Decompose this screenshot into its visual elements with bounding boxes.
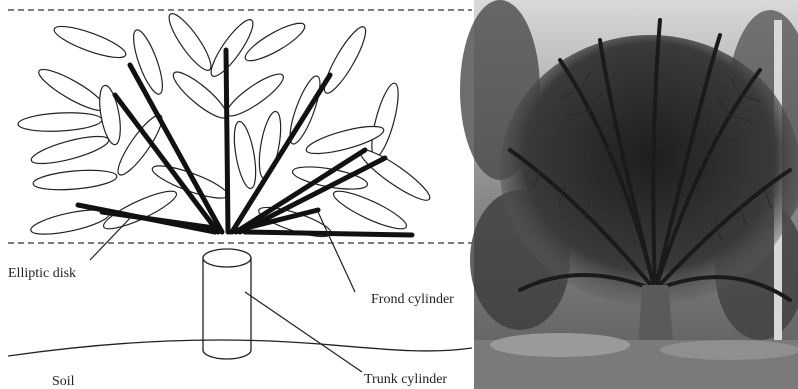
- soil-label: Soil: [52, 374, 75, 389]
- elliptic-disk: [32, 167, 117, 192]
- frond-cylinder: [226, 50, 228, 232]
- elliptic-disk: [29, 131, 111, 169]
- trunk-cylinder-leader: [245, 292, 362, 372]
- elliptic-disk: [128, 27, 168, 97]
- elliptic-disk: [330, 185, 410, 235]
- frond-cylinder-leader: [318, 212, 355, 292]
- frond-cylinder-label: Frond cylinder: [371, 292, 454, 307]
- elliptic-disk: [51, 21, 129, 64]
- elliptic-disk: [230, 120, 260, 190]
- elliptic-disk: [168, 66, 232, 123]
- elliptic-disk: [163, 9, 217, 75]
- trunk-cylinder-label: Trunk cylinder: [364, 372, 447, 387]
- palm-photo: [460, 0, 798, 389]
- schematic-diagram: Elliptic disk Frond cylinder Trunk cylin…: [8, 9, 472, 389]
- elliptic-disk: [366, 81, 403, 159]
- elliptic-disk: [318, 23, 372, 98]
- elliptic-disk: [355, 144, 434, 207]
- elliptic-disk-label: Elliptic disk: [8, 266, 76, 281]
- elliptic-disk: [18, 111, 103, 133]
- trunk-cylinder-shape: [203, 249, 251, 359]
- elliptic-disk: [35, 63, 110, 117]
